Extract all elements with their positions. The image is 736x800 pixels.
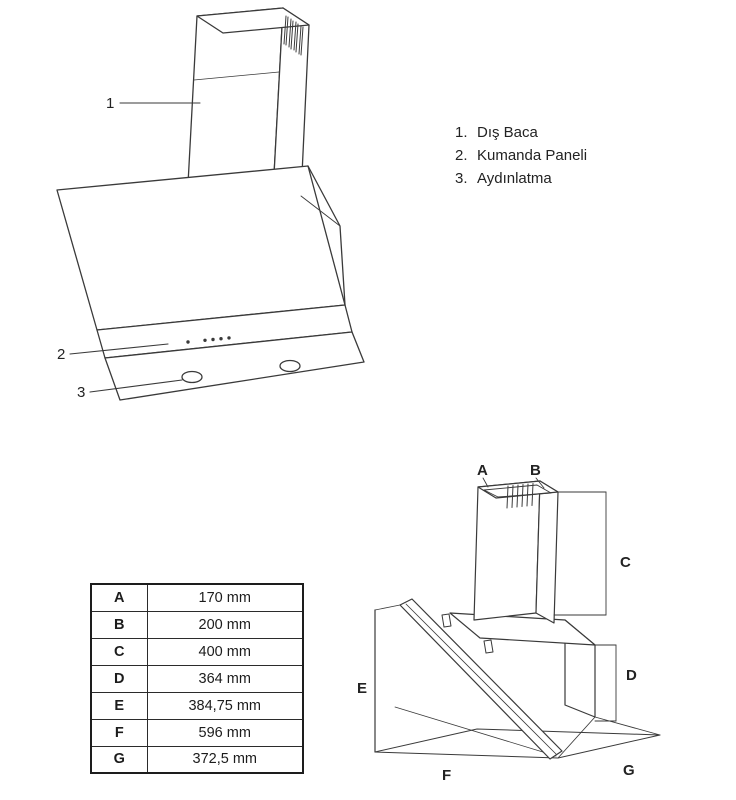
parts-legend: 1. Dış Baca 2. Kumanda Paneli 3. Aydınla… bbox=[455, 121, 587, 190]
dim-value: 596 mm bbox=[146, 718, 304, 747]
callout-1: 1 bbox=[106, 95, 115, 112]
table-row: E 384,75 mm bbox=[90, 691, 304, 720]
dim-label-d: D bbox=[626, 667, 637, 684]
hood-drawing-svg bbox=[56, 7, 365, 401]
dim-value: 400 mm bbox=[146, 637, 304, 666]
legend-item-label: Dış Baca bbox=[477, 124, 538, 141]
vent-slots bbox=[283, 15, 304, 56]
footprint-outline bbox=[374, 706, 661, 759]
callout-2: 2 bbox=[57, 346, 66, 363]
dim-label-c: C bbox=[620, 554, 631, 571]
dim-key: C bbox=[90, 637, 148, 666]
dim-lines-c bbox=[553, 491, 607, 616]
dim-value: 364 mm bbox=[146, 664, 304, 693]
dim-key: A bbox=[90, 583, 148, 612]
legend-item-number: 1. bbox=[455, 124, 468, 141]
table-row: G 372,5 mm bbox=[90, 745, 304, 774]
hood-illustration: 1 2 3 bbox=[40, 0, 380, 430]
dim-value: 170 mm bbox=[146, 583, 304, 612]
legend-item-label: Kumanda Paneli bbox=[477, 147, 588, 164]
chimney-duct-dim bbox=[473, 480, 559, 624]
table-row: C 400 mm bbox=[90, 637, 304, 666]
legend-item: 3. Aydınlatma bbox=[455, 167, 587, 190]
dimension-drawing: A B C D E F G bbox=[350, 455, 720, 800]
dim-label-g: G bbox=[623, 762, 635, 779]
dim-key: B bbox=[90, 610, 148, 639]
dim-key: E bbox=[90, 691, 148, 720]
table-row: B 200 mm bbox=[90, 610, 304, 639]
legend-item: 2. Kumanda Paneli bbox=[455, 144, 587, 167]
dim-label-b: B bbox=[530, 462, 541, 479]
dim-label-a: A bbox=[477, 462, 488, 479]
dim-value: 372,5 mm bbox=[146, 745, 304, 774]
table-row: D 364 mm bbox=[90, 664, 304, 693]
hood-body bbox=[56, 165, 365, 401]
lamp-left bbox=[181, 370, 203, 384]
legend-item-label: Aydınlatma bbox=[477, 170, 552, 187]
dim-key: G bbox=[90, 745, 148, 774]
dim-lines-d bbox=[594, 644, 617, 722]
legend-item-number: 2. bbox=[455, 147, 468, 164]
legend-item: 1. Dış Baca bbox=[455, 121, 587, 144]
dimensions-table: A 170 mm B 200 mm C 400 mm D 364 mm E 38… bbox=[90, 583, 304, 774]
dim-key: F bbox=[90, 718, 148, 747]
dim-value: 384,75 mm bbox=[146, 691, 304, 720]
lamp-right bbox=[279, 359, 301, 373]
dim-key: D bbox=[90, 664, 148, 693]
table-row: F 596 mm bbox=[90, 718, 304, 747]
table-row: A 170 mm bbox=[90, 583, 304, 612]
dim-lines-ab bbox=[482, 477, 545, 489]
legend-item-number: 3. bbox=[455, 170, 468, 187]
dim-value: 200 mm bbox=[146, 610, 304, 639]
dim-label-f: F bbox=[442, 767, 452, 784]
callout-leader-lines bbox=[69, 102, 201, 393]
dimension-drawing-svg bbox=[374, 477, 661, 760]
vent-slots-dim bbox=[506, 483, 534, 509]
callout-3: 3 bbox=[77, 384, 86, 401]
dim-label-e: E bbox=[357, 680, 368, 697]
glass-panel bbox=[399, 598, 563, 760]
mounting-hooks bbox=[441, 613, 494, 654]
body-top-plate bbox=[449, 612, 596, 646]
chimney-duct bbox=[187, 7, 310, 197]
control-panel-dots bbox=[186, 336, 231, 344]
